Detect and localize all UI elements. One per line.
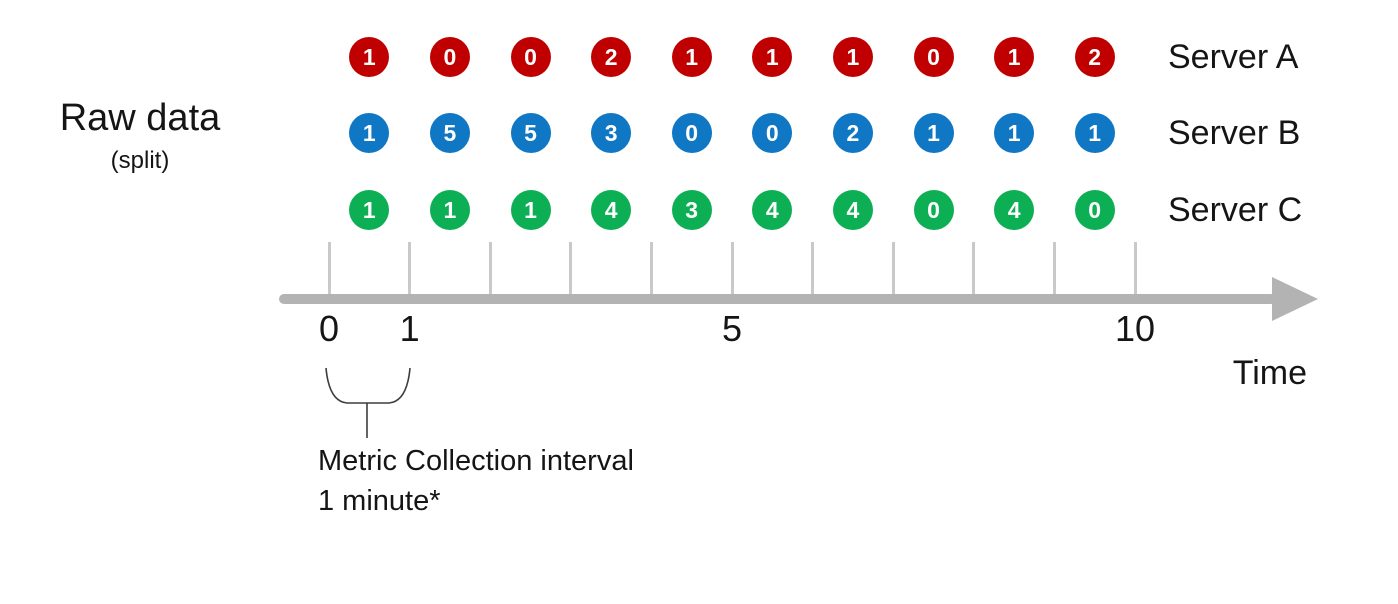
data-dot: 1 bbox=[832, 37, 873, 77]
time-axis-bar bbox=[279, 294, 1276, 304]
series-label-server-b: Server B bbox=[1168, 114, 1301, 152]
data-dot: 1 bbox=[429, 190, 470, 230]
data-dot: 2 bbox=[1074, 37, 1115, 77]
tick-label: 0 bbox=[318, 308, 340, 349]
data-dot: 1 bbox=[671, 37, 712, 77]
data-dot: 0 bbox=[913, 190, 954, 230]
tick-label: 1 bbox=[399, 308, 420, 349]
data-dot: 3 bbox=[591, 113, 632, 153]
data-dot: 4 bbox=[832, 190, 873, 230]
data-dot: 3 bbox=[671, 190, 712, 230]
annotation-line-2: 1 minute* bbox=[318, 485, 441, 517]
data-dot: 2 bbox=[832, 113, 873, 153]
tick-mark bbox=[408, 242, 412, 294]
data-dot: 1 bbox=[1074, 113, 1115, 153]
annotation-line-1: Metric Collection interval bbox=[318, 445, 634, 477]
time-axis-label: Time bbox=[1232, 354, 1307, 392]
data-dot: 0 bbox=[752, 113, 793, 153]
tick-mark bbox=[488, 242, 492, 294]
data-dot: 4 bbox=[591, 190, 632, 230]
data-dot: 2 bbox=[591, 37, 632, 77]
tick-mark bbox=[1052, 242, 1056, 294]
tick-label: 10 bbox=[1114, 308, 1156, 349]
data-dot: 1 bbox=[994, 37, 1035, 77]
data-dot: 0 bbox=[671, 113, 712, 153]
interval-annotation: Metric Collection interval 1 minute* bbox=[318, 441, 634, 521]
tick-mark bbox=[649, 242, 653, 294]
raw-data-title: Raw data bbox=[59, 97, 221, 139]
tick-mark bbox=[811, 242, 815, 294]
series-label-server-a: Server A bbox=[1168, 38, 1299, 76]
tick-mark bbox=[1133, 242, 1137, 294]
tick-mark bbox=[569, 242, 573, 294]
tick-mark bbox=[972, 242, 976, 294]
axis-arrow-icon bbox=[1272, 277, 1318, 321]
data-dot: 0 bbox=[429, 37, 470, 77]
tick-mark bbox=[891, 242, 895, 294]
data-dot: 0 bbox=[1074, 190, 1115, 230]
data-dot: 1 bbox=[752, 37, 793, 77]
data-dot: 1 bbox=[994, 113, 1035, 153]
raw-data-subtitle: (split) bbox=[110, 147, 170, 174]
data-dot: 5 bbox=[429, 113, 470, 153]
raw-data-label: Raw data (split) bbox=[52, 96, 228, 176]
tick-mark bbox=[730, 242, 734, 294]
data-dot: 0 bbox=[510, 37, 551, 77]
tick-mark bbox=[327, 242, 331, 294]
data-dot: 4 bbox=[994, 190, 1035, 230]
tick-label: 5 bbox=[721, 308, 743, 349]
data-dot: 1 bbox=[349, 190, 390, 230]
data-dot: 4 bbox=[752, 190, 793, 230]
data-dot: 1 bbox=[913, 113, 954, 153]
interval-brace bbox=[325, 367, 411, 438]
data-dot: 0 bbox=[913, 37, 954, 77]
data-dot: 1 bbox=[349, 113, 390, 153]
data-dot: 5 bbox=[510, 113, 551, 153]
data-dot: 1 bbox=[510, 190, 551, 230]
series-label-server-c: Server C bbox=[1168, 191, 1303, 229]
data-dot: 1 bbox=[349, 37, 390, 77]
